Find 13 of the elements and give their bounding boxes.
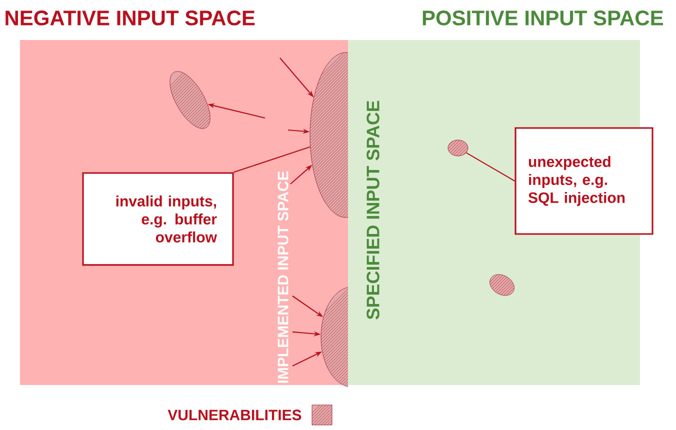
leader-line [466, 152, 515, 182]
vulnerability-area [320, 286, 348, 388]
vertical-label: IMPLEMENTED INPUT SPACE [278, 171, 288, 383]
callout-box: unexpected inputs, e.g. SQL injection [514, 127, 654, 235]
legend-label: VULNERABILITIES [168, 410, 302, 420]
vulnerability-area [490, 274, 514, 296]
callout-box: invalid inputs, e.g. buffer overflow [82, 172, 234, 266]
heading: NEGATIVE INPUT SPACE [6, 10, 255, 26]
vulnerability-area [170, 71, 210, 129]
heading: POSITIVE INPUT SPACE [422, 10, 663, 26]
vulnerability-area [448, 140, 468, 156]
vertical-label: SPECIFIED INPUT SPACE [366, 100, 380, 320]
leader-line [234, 146, 310, 173]
